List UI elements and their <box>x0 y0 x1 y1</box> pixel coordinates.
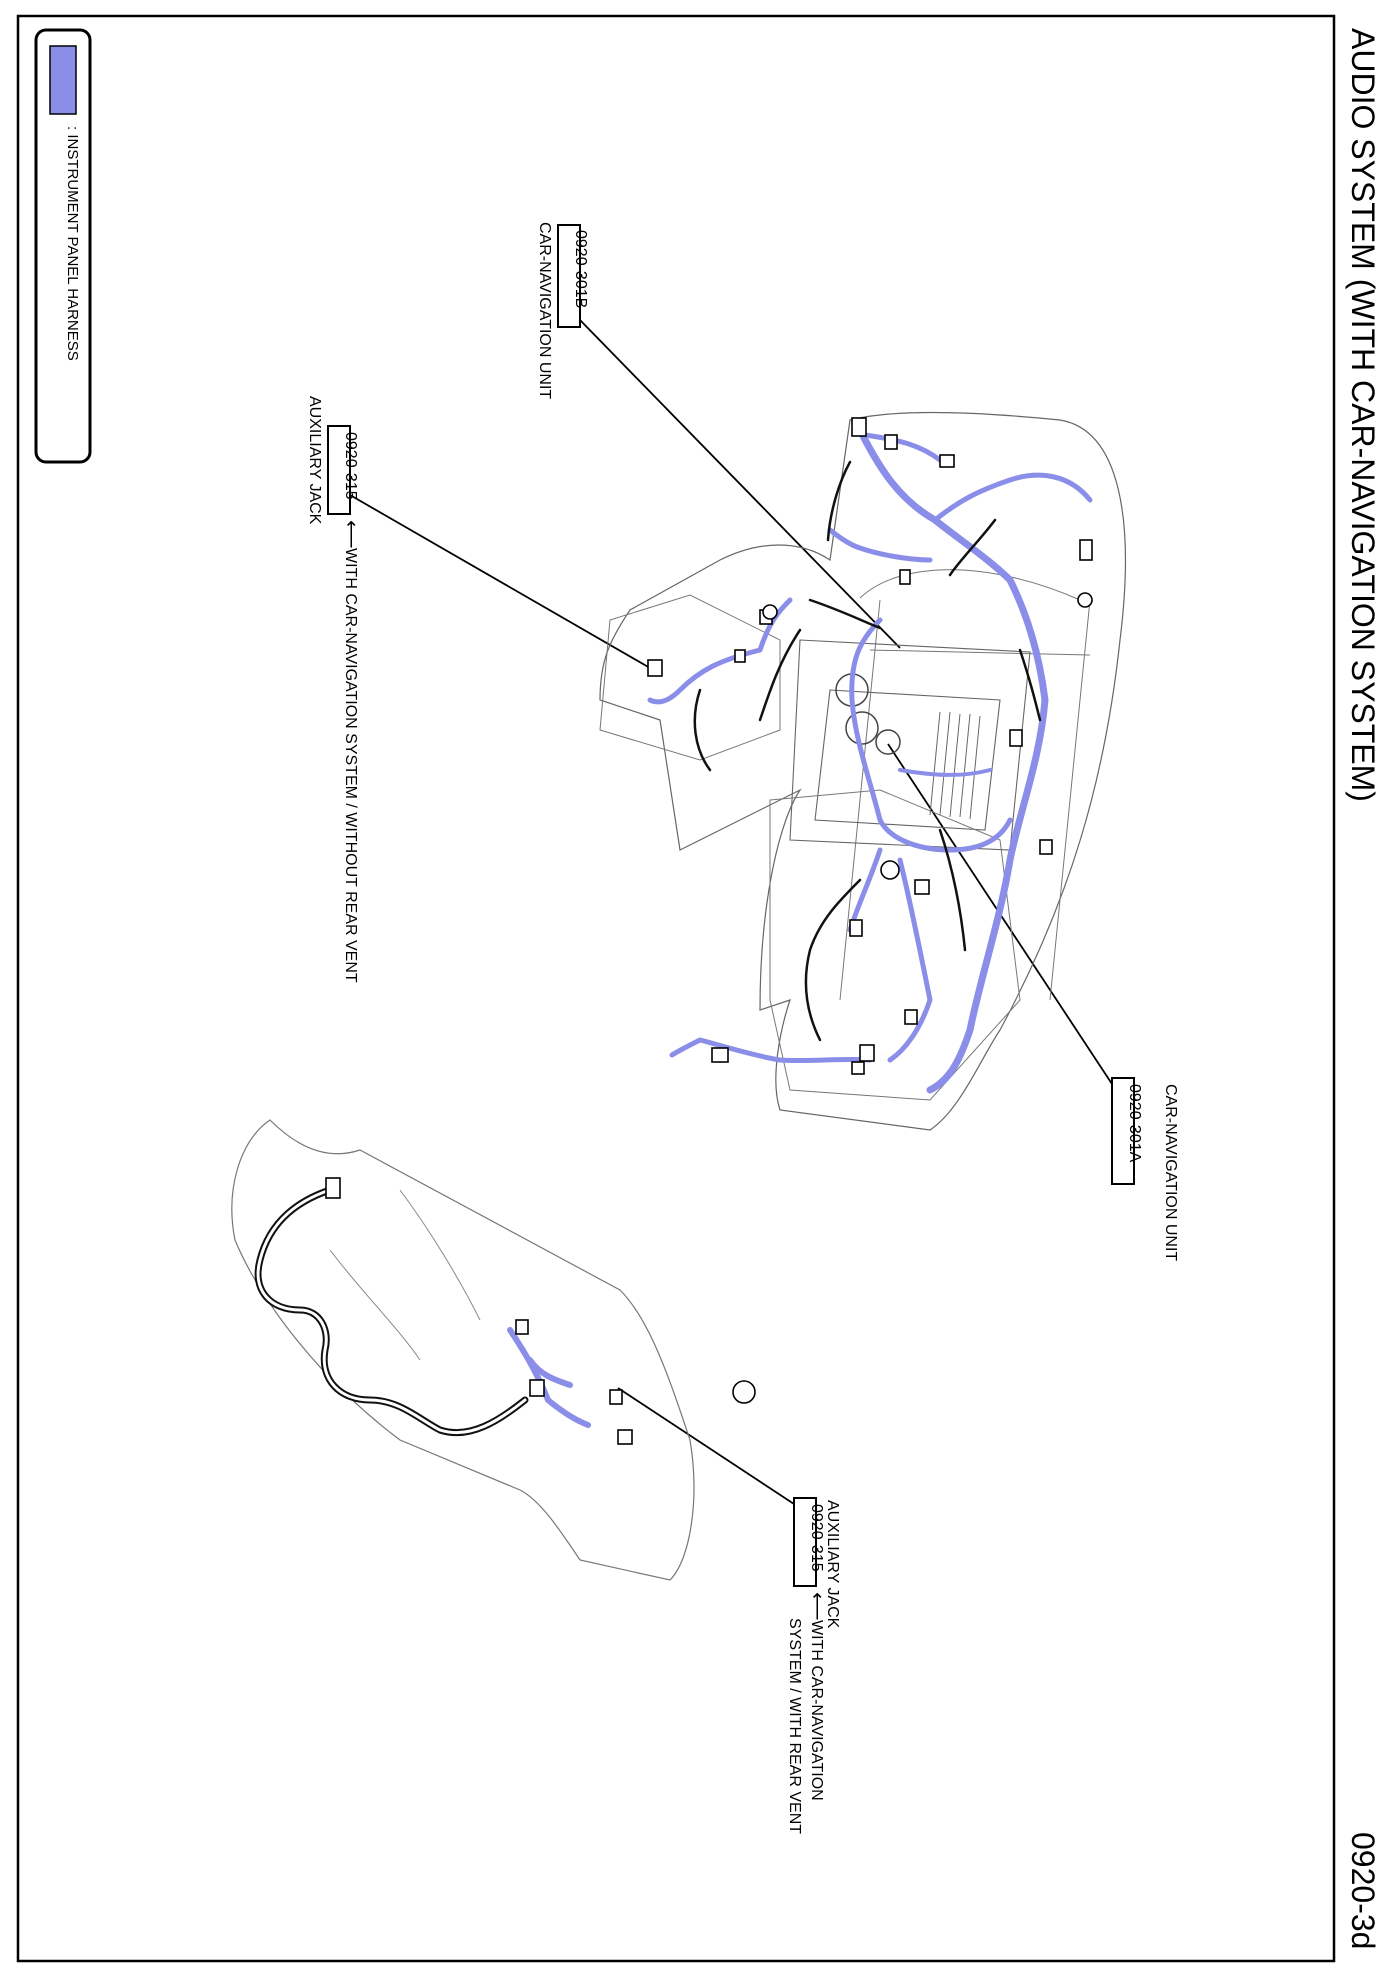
callout-code-box <box>557 224 581 328</box>
rear-console-connectors <box>325 1177 756 1445</box>
callout-aux-jack-rear: AUXILIARY JACK 0920-315 ⟵ WITH CAR-NAVIG… <box>617 1387 841 1834</box>
callout-aux-jack-front: 0920-315 ⟵ WITH CAR-NAVIGATION SYSTEM / … <box>306 396 651 983</box>
connector <box>851 1061 865 1075</box>
callout-code: 0920-315 <box>342 432 359 500</box>
connector <box>939 454 955 468</box>
legend-swatch <box>49 45 77 115</box>
callout-name: AUXILIARY JACK <box>306 396 323 525</box>
page-frame <box>16 14 1336 1963</box>
callout-code: 0920-301A <box>1126 1084 1143 1163</box>
connector <box>849 919 863 937</box>
connector <box>859 1044 875 1062</box>
dashboard-outline <box>599 411 1127 1131</box>
center-console-outline <box>789 639 1031 851</box>
callout-name: CAR-NAVIGATION UNIT <box>536 222 553 399</box>
callout-note-line1: WITH CAR-NAVIGATION <box>808 1620 825 1801</box>
leader-line <box>349 494 651 669</box>
driver-panel <box>769 789 1021 1101</box>
harness-connectors <box>647 417 1093 1075</box>
callout-code-box <box>1111 1077 1135 1185</box>
rear-console-outline <box>231 1119 695 1581</box>
harness-lower-branch <box>669 1037 873 1064</box>
rear-console-cable-core <box>256 1188 527 1435</box>
rear-console-illustration <box>231 1119 756 1581</box>
arrow-glyph: ⟵ <box>806 1592 828 1621</box>
callout-nav-unit-a: 0920-301A CAR-NAVIGATION UNIT <box>887 743 1179 1261</box>
leader-line <box>617 1387 795 1505</box>
connector <box>1039 839 1053 855</box>
connector-grommet <box>880 860 900 880</box>
connector <box>647 659 663 677</box>
harness-left-branch <box>827 527 933 563</box>
callout-note-line2: SYSTEM / WITH REAR VENT <box>786 1618 803 1834</box>
instrument-panel-illustration <box>599 411 1127 1131</box>
connector <box>914 879 930 895</box>
connector <box>609 1389 623 1405</box>
harness-main-trunk <box>856 426 1049 1094</box>
aux-jack-socket <box>732 1380 756 1404</box>
page-title: AUDIO SYSTEM (WITH CAR-NAVIGATION SYSTEM… <box>1345 28 1381 802</box>
connector <box>617 1429 633 1445</box>
connector <box>711 1047 729 1063</box>
legend-label: : INSTRUMENT PANEL HARNESS <box>64 126 81 361</box>
gauge-circle <box>845 711 879 745</box>
legend-box <box>34 28 92 464</box>
callout-code-box <box>793 1497 817 1587</box>
legend: : INSTRUMENT PANEL HARNESS <box>34 28 92 464</box>
callout-nav-unit-b: 0920-301B CAR-NAVIGATION UNIT <box>536 222 901 649</box>
connector-grommet <box>1077 592 1093 608</box>
harness-short-branch <box>898 768 992 777</box>
connector <box>515 1319 529 1335</box>
connector <box>529 1379 545 1397</box>
connector <box>734 649 746 663</box>
rear-console-harness <box>507 1327 591 1428</box>
instrument-panel-harness <box>647 426 1093 1094</box>
connector <box>1009 729 1023 747</box>
dashboard-upper-cowl <box>839 569 1091 1001</box>
arrow-glyph: ⟵ <box>340 520 362 549</box>
connector <box>899 569 911 585</box>
leader-line <box>579 319 901 649</box>
rear-console-inner <box>329 1189 481 1361</box>
connector <box>904 1009 918 1025</box>
gauge-circle <box>875 729 901 755</box>
connector <box>325 1177 341 1199</box>
connector <box>851 417 867 437</box>
callout-name: AUXILIARY JACK <box>824 1500 841 1629</box>
black-cables <box>693 460 1042 1042</box>
callout-name: CAR-NAVIGATION UNIT <box>1162 1084 1179 1261</box>
callout-code-box <box>327 425 351 515</box>
console-vents <box>929 711 981 820</box>
harness-console-loop <box>849 617 1013 853</box>
page-number: 0920-3d <box>1345 1832 1381 1949</box>
connector <box>884 434 898 450</box>
connector-grommet <box>762 604 778 620</box>
connector <box>1079 539 1093 561</box>
callout-code: 0920-301B <box>572 230 589 308</box>
passenger-panel <box>599 594 781 761</box>
callout-note: WITH CAR-NAVIGATION SYSTEM / WITHOUT REA… <box>342 548 359 983</box>
harness-upper-branch <box>862 432 1093 523</box>
callout-code: 0920-315 <box>808 1504 825 1572</box>
